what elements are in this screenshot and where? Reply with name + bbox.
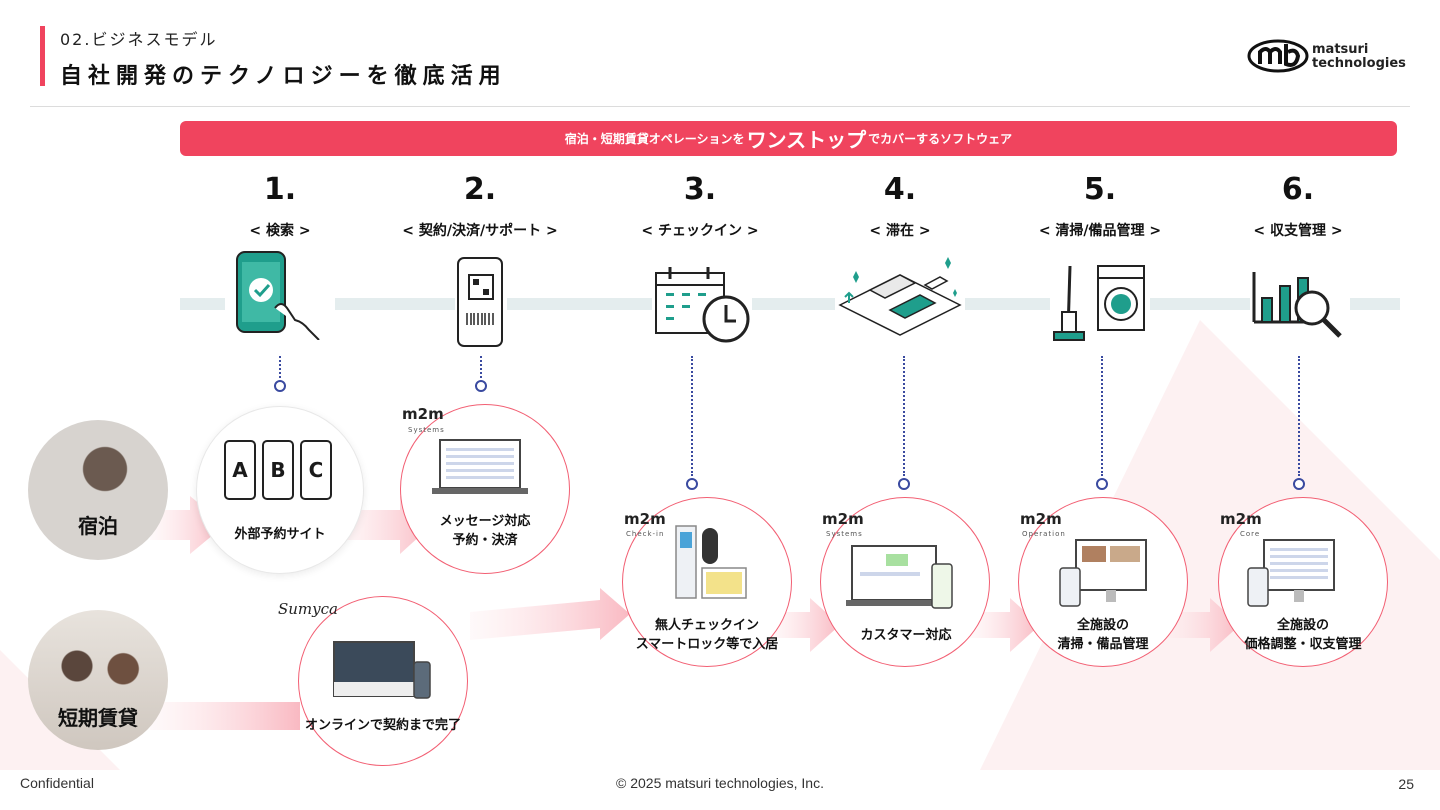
section-label: 02.ビジネスモデル [60, 30, 218, 49]
connector-3 [691, 356, 693, 476]
connector-4 [903, 356, 905, 476]
core-monitor-icon [1247, 539, 1335, 607]
chart-magnifier-icon [1250, 270, 1350, 344]
logo-text: matsuri technologies [1312, 43, 1406, 71]
header-divider [30, 106, 1410, 107]
node-3 [686, 478, 698, 490]
footer-confidential: Confidential [20, 775, 94, 791]
m2m-systems-sub: Systems [408, 426, 445, 434]
site-c: C [300, 440, 332, 500]
step-3-label: < チェックイン > [641, 223, 759, 239]
step-2-number: 2. [463, 172, 497, 207]
rental-photo [28, 610, 168, 750]
cleaning-caption-line2: 清掃・備品管理 [1057, 637, 1149, 652]
step-2-label: < 契約/決済/サポート > [402, 223, 558, 239]
calendar-clock-icon [652, 265, 752, 345]
step-4-number: 4. [883, 172, 917, 207]
smartphone-check-icon [225, 248, 335, 340]
page-number: 25 [1398, 776, 1414, 792]
customer-caption: カスタマー対応 [860, 628, 952, 643]
sumyca-website-icon [333, 641, 431, 699]
external-caption: 外部予約サイト [234, 527, 326, 542]
banner-prefix: 宿泊・短期賃貸オペレーションを [564, 132, 745, 146]
messaging-caption: メッセージ対応 予約・決済 [405, 512, 565, 550]
m2m-systems-sub-2: Systems [826, 530, 863, 538]
room-isometric-icon [835, 255, 965, 345]
site-a: A [224, 440, 256, 500]
node-5 [1096, 478, 1108, 490]
step-3-number: 3. [683, 172, 717, 207]
connector-6 [1298, 356, 1300, 476]
step-5-number: 5. [1083, 172, 1117, 207]
step-1-number: 1. [263, 172, 297, 207]
lodging-label: 宿泊 [78, 514, 118, 538]
checkin-caption-line1: 無人チェックイン [654, 618, 759, 633]
abc-phones: A B C [224, 440, 332, 500]
node-4 [898, 478, 910, 490]
external-sites-circle [196, 406, 364, 574]
revenue-caption-line2: 価格調整・収支管理 [1244, 637, 1362, 652]
m2m-core-sub: Core [1240, 530, 1261, 538]
accent-bar [40, 26, 45, 86]
connector-2 [480, 356, 482, 378]
slide-title: 自社開発のテクノロジーを徹底活用 [60, 64, 507, 89]
cleaning-caption-line1: 全施設の [1076, 618, 1129, 633]
step-5-label: < 清掃/備品管理 > [1038, 223, 1162, 239]
cleaning-caption: 全施設の 清掃・備品管理 [1023, 616, 1183, 654]
checkin-caption-line2: スマートロック等で入居 [635, 637, 779, 652]
rental-label: 短期賃貸 [58, 706, 138, 730]
banner-suffix: でカバーするソフトウェア [868, 132, 1013, 146]
m2m-checkin-logo: m2m [624, 510, 666, 528]
vacuum-washer-icon [1050, 262, 1150, 344]
online-caption: オンラインで契約まで完了 [304, 718, 461, 733]
logo-line1: matsuri [1312, 42, 1369, 57]
step-6-number: 6. [1281, 172, 1315, 207]
matsuri-logo-icon [1247, 39, 1309, 73]
step-4-label: < 滞在 > [869, 223, 931, 239]
one-stop-banner: 宿泊・短期賃貸オペレーションを ワンストップ でカバーするソフトウェア [180, 121, 1397, 156]
messaging-caption-line2: 予約・決済 [452, 533, 518, 548]
m2m-operation-sub: Operation [1022, 530, 1066, 538]
messaging-caption-line1: メッセージ対応 [439, 514, 531, 529]
banner-highlight: ワンストップ [746, 128, 867, 152]
node-2 [475, 380, 487, 392]
node-1 [274, 380, 286, 392]
m2m-systems-logo: m2m [402, 405, 444, 423]
lodging-photo [28, 420, 168, 560]
revenue-caption-line1: 全施設の [1276, 618, 1329, 633]
logo-line2: technologies [1312, 56, 1406, 71]
revenue-caption: 全施設の 価格調整・収支管理 [1213, 616, 1393, 654]
phone-qr-icon [455, 255, 507, 350]
customer-laptop-icon [846, 545, 953, 609]
laptop-icon [432, 439, 528, 494]
sumyca-logo: Sumyca [278, 600, 338, 618]
connector-1 [279, 356, 281, 378]
node-6 [1293, 478, 1305, 490]
m2m-core-logo: m2m [1220, 510, 1262, 528]
step-6-label: < 収支管理 > [1253, 223, 1343, 239]
operation-monitor-icon [1059, 539, 1147, 607]
site-b: B [262, 440, 294, 500]
checkin-caption: 無人チェックイン スマートロック等で入居 [600, 616, 814, 654]
step-1-label: < 検索 > [249, 223, 311, 239]
connector-5 [1101, 356, 1103, 476]
m2m-operation-logo: m2m [1020, 510, 1062, 528]
m2m-systems-logo-2: m2m [822, 510, 864, 528]
checkin-kiosk-icon [675, 525, 747, 599]
footer-copyright: © 2025 matsuri technologies, Inc. [616, 775, 824, 791]
m2m-checkin-sub: Check-in [626, 530, 665, 538]
